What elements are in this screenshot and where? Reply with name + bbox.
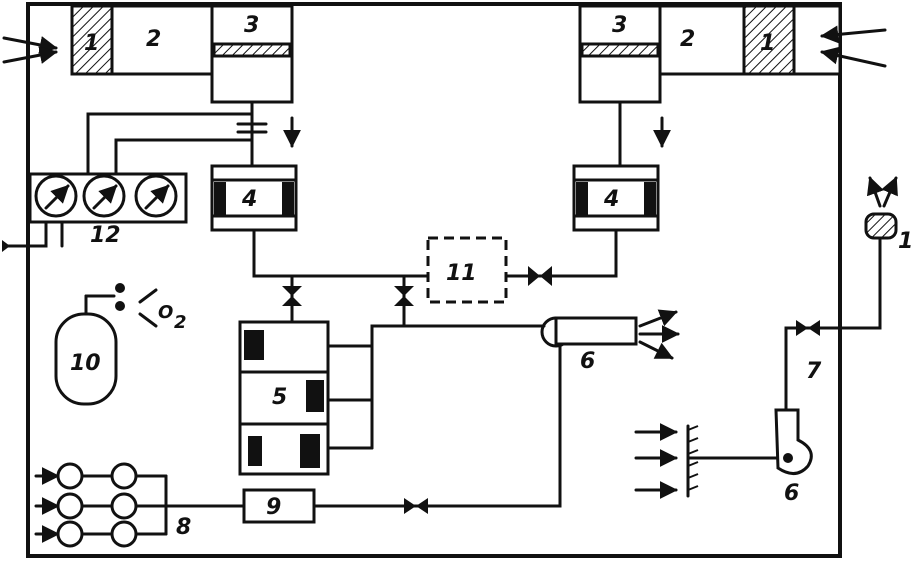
left-vessel-label: 4 <box>241 187 257 212</box>
left-piston-label: 3 <box>244 13 259 38</box>
left-chamber-label: 2 <box>146 27 161 52</box>
right-piston-label: 3 <box>612 13 627 38</box>
unit-11-label: 11 <box>446 261 477 286</box>
unit-9-label: 9 <box>266 495 281 520</box>
oxygen-sub-label: 2 <box>174 312 187 333</box>
fan-6-top: 6 <box>542 312 678 374</box>
right-vessel: 4 <box>574 166 658 230</box>
left-chamber <box>112 6 212 74</box>
right-chamber <box>660 6 744 74</box>
top-left-block: 1 2 3 <box>4 6 292 102</box>
top-right-unit: 1 <box>866 178 913 254</box>
fan-6-bottom: 6 <box>776 410 811 506</box>
right-vessel-label: 4 <box>603 187 619 212</box>
valve-icon <box>796 320 820 336</box>
intake-grille <box>636 426 698 496</box>
left-vessel: 4 <box>212 166 296 230</box>
valve-icon <box>528 266 552 286</box>
pipe-7-label: 7 <box>806 359 822 384</box>
valve-icon <box>404 498 428 514</box>
column-5-label: 5 <box>272 385 287 410</box>
oxygen-label: O <box>158 302 173 323</box>
cylinder-bank-label: 8 <box>176 515 191 540</box>
oxygen-tank: 10 O 2 <box>56 283 187 404</box>
right-filter-label: 1 <box>760 31 775 56</box>
right-chamber-label: 2 <box>680 27 695 52</box>
oxygen-tank-label: 10 <box>70 351 101 376</box>
gauge-panel-label: 12 <box>90 223 121 248</box>
left-filter-label: 1 <box>84 31 99 56</box>
unit-11: 11 <box>428 238 506 302</box>
unit-9: 9 <box>244 490 314 522</box>
left-piston-hatch <box>214 44 290 56</box>
fan-6-top-label: 6 <box>580 349 595 374</box>
column-5: 5 <box>240 322 328 474</box>
top-right-unit-label: 1 <box>898 229 913 254</box>
right-piston-hatch <box>582 44 658 56</box>
valve-icon <box>282 286 302 306</box>
fan-6-bottom-label: 6 <box>784 481 799 506</box>
valve-icon <box>394 286 414 306</box>
